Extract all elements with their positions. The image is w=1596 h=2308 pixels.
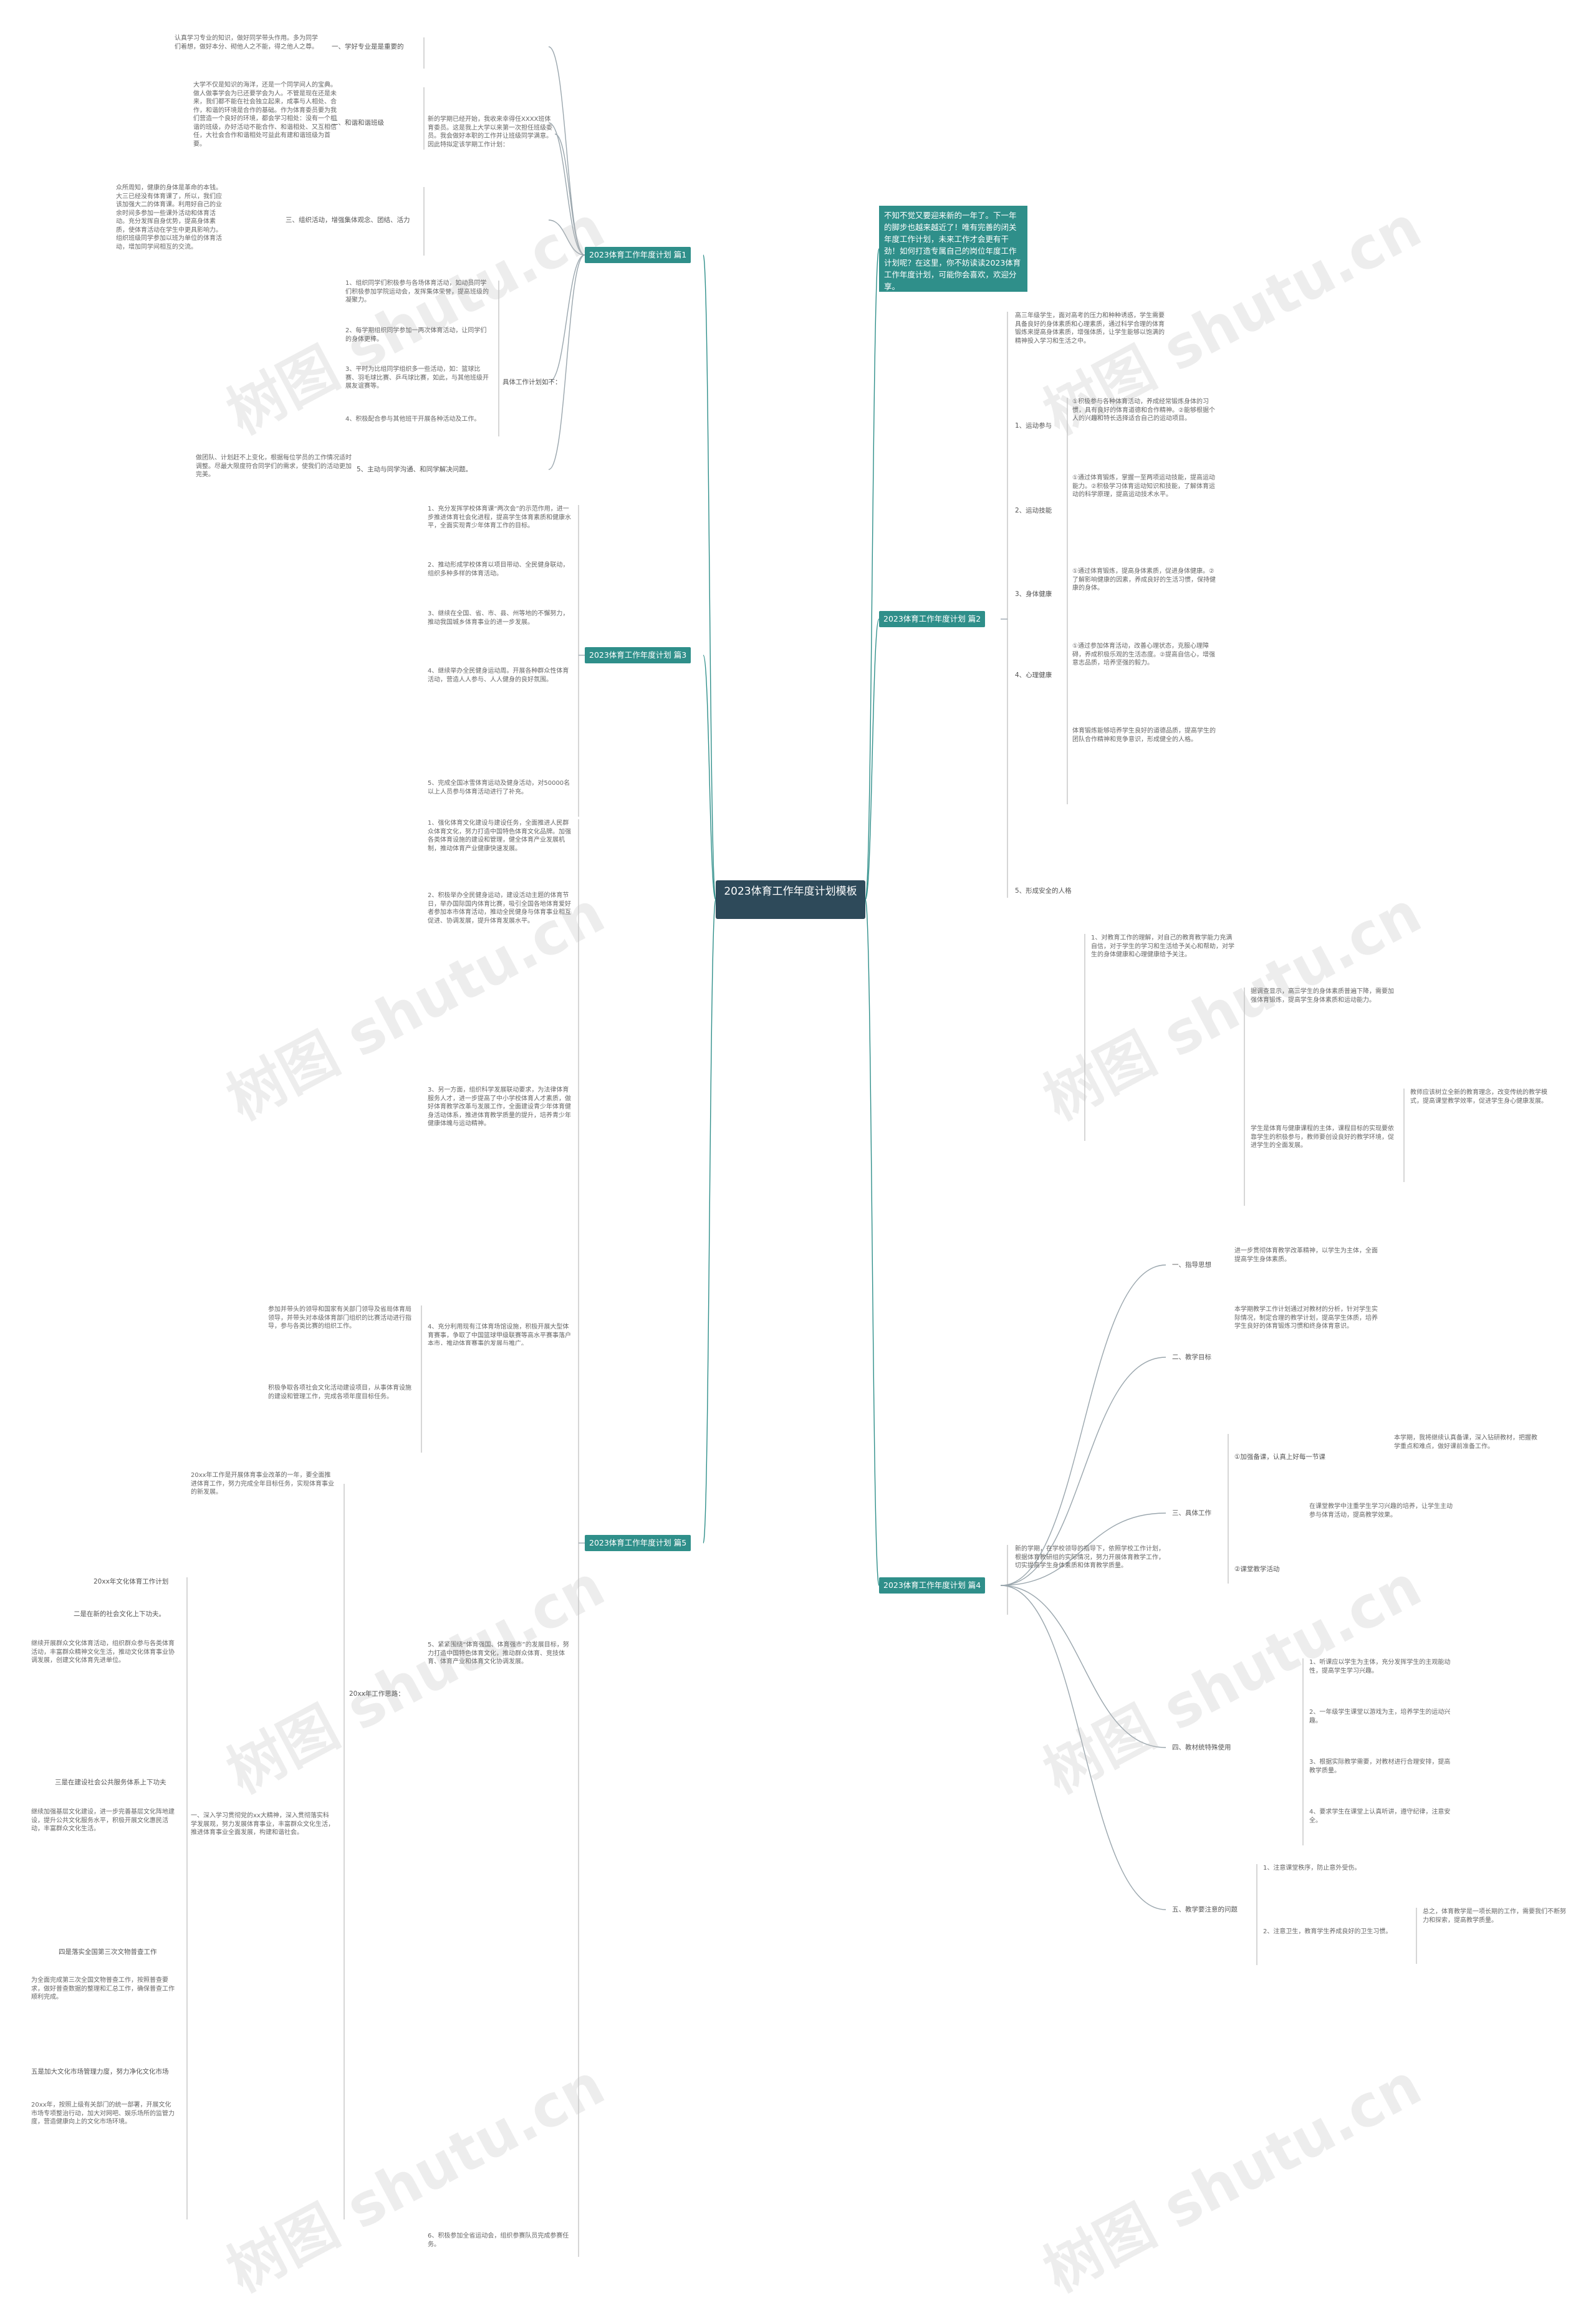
- b2-detail: 学生是体育与健康课程的主体，课程目标的实现要依靠学生的积极参与，教师要创设良好的…: [1251, 1125, 1394, 1149]
- connector-line: [865, 899, 880, 1586]
- b5-program-label: 20xx年工作思路：: [349, 1690, 405, 1698]
- b3-item: 2、推动形成学校体育以项目带动、全民健身联动，组织多种多样的体育活动。: [428, 562, 569, 577]
- b2-item-label: 1、运动参与: [1015, 422, 1052, 430]
- b2-item-label: 2、运动技能: [1015, 507, 1052, 514]
- b2-item-label: 4、心理健康: [1015, 671, 1052, 679]
- b4-work-text: 在课堂教学中注重学生学习兴趣的培养，让学生主动参与体育活动，提高教学效果。: [1309, 1503, 1453, 1519]
- connector-line: [548, 254, 585, 383]
- b4-list-item: 2、一年级学生课堂以游戏为主，培养学生的运动兴趣。: [1309, 1709, 1451, 1724]
- b1-item-label: 三、组织活动，增强集体观念、团结、活力: [286, 216, 410, 224]
- b5-side: 积极争取各项社会文化活动建设项目，从事体育设施的建设和管理工作，完成各项年度目标…: [268, 1385, 411, 1400]
- b3-item: 5、完成全国冰雪体育运动及健身活动，对50000名以上人员参与体育活动进行了补充…: [428, 780, 570, 796]
- branch-4[interactable]: 2023体育工作年度计划 篇4: [879, 1577, 986, 1594]
- b1-plan-item: 4、积极配合参与其他班干开展各种活动及工作。: [345, 416, 481, 423]
- b5-item: 4、充分利用现有江体育场馆设施，积极开展大型体育赛事，争取了中国篮球甲级联赛等高…: [428, 1324, 571, 1345]
- b4-section-label: 三、具体工作: [1172, 1509, 1211, 1517]
- branch-1[interactable]: 2023体育工作年度计划 篇1: [585, 247, 691, 263]
- b4-section-text: 本学期教学工作计划通过对教材的分析，针对学生实际情况，制定合理的教学计划，提高学…: [1234, 1306, 1378, 1330]
- branch-5[interactable]: 2023体育工作年度计划 篇5: [585, 1535, 691, 1551]
- connector-line: [548, 46, 585, 256]
- connector-line: [703, 254, 716, 900]
- connector-line: [1000, 1512, 1166, 1586]
- connector-line: [548, 122, 585, 256]
- b5-program-row-label: 四是落实全国第三次文物普查工作: [59, 1948, 157, 1956]
- b2-detail: 1、对教育工作的理解，对自己的教育教学能力充满自信，对于学生的学习和生活给予关心…: [1091, 935, 1234, 958]
- b1-item-text: 大学不仅是知识的海洋，还是一个同学间人的宝典。做人做事学会为已还要学会为人。不管…: [193, 82, 337, 148]
- connector-line: [548, 254, 585, 470]
- b2-item-label: 5、形成安全的人格: [1015, 887, 1072, 895]
- b1-item-text: 众所周知，健康的身体是革命的本钱。大三已经没有体育课了，所以，我们应该加强大二的…: [116, 185, 222, 251]
- b2-item-text: ①通过参加体育活动，改善心理状态，克服心理障碍，养成积极乐观的生活态度。②提高自…: [1072, 643, 1215, 666]
- b5-program-row-text: 20xx年，按照上级有关部门的统一部署，开展文化市场专项整治行动，加大对网吧、娱…: [31, 2102, 175, 2125]
- b5-program-row-text: 继续加强基层文化建设，进一步完善基层文化阵地建设，提升公共文化服务水平，积极开展…: [31, 1809, 175, 1832]
- branch-3[interactable]: 2023体育工作年度计划 篇3: [585, 647, 691, 663]
- b3-item: 3、继续在全国、省、市、县、州等地的不懈努力，推动我国城乡体育事业的进一步发展。: [428, 610, 569, 626]
- b1-p5-text: 做团队、计划赶不上变化，根据每位学员的工作情况适时调整。尽最大限度符合同学们的需…: [196, 454, 352, 478]
- b2-intro: 高三年级学生，面对高考的压力和种种诱惑，学生需要具备良好的身体素质和心理素质，通…: [1015, 312, 1165, 345]
- b1-p5-label: 5、主动与同学沟通、和同学解决问题。: [357, 466, 473, 473]
- b5-item: 2、积极举办全民健身运动，建设活动主题的体育节日，举办国际国内体育比赛，吸引全国…: [428, 892, 571, 925]
- b4-section-label: 四、教材统特殊使用: [1172, 1744, 1231, 1751]
- b1-plan-item: 2、每学期组织同学参加一两次体育活动，让同学们的身体更棒。: [345, 327, 487, 343]
- connector-line: [703, 655, 716, 900]
- b1-item-label: 一、学好专业是是重要的: [332, 43, 404, 50]
- b2-item-text: ①通过体育锻炼，提高身体素质，促进身体健康。②了解影响健康的因素，养成良好的生活…: [1072, 568, 1216, 592]
- b3-item: 1、充分发挥学校体育课“两次会”的示范作用，进一步推进体育社会化进程，提高学生体…: [428, 506, 571, 529]
- b4-list-item: 1、听课应以学生为主体，充分发挥学生的主观能动性，提高学生学习兴趣。: [1309, 1659, 1451, 1675]
- b4-work-label: ①加强备课，认真上好每一节课: [1234, 1453, 1325, 1461]
- b1-plan-label: 具体工作计划如下：: [502, 378, 562, 386]
- b5-item: 3、另一方面，组织科学发展联动要求，为法律体育服务人才，进一步提高了中小学校体育…: [428, 1087, 571, 1127]
- b5-side: 参加并带头的领导和国家有关部门领导及省局体育局领导，并带头对本级体育部门组织的比…: [268, 1306, 411, 1330]
- b4-note: 2、注意卫生，教育学生养成良好的卫生习惯。: [1263, 1928, 1392, 1935]
- b4-section-label: 五、教学要注意的问题: [1172, 1906, 1238, 1913]
- b1-item-label: 二、和谐和谐班级: [332, 119, 384, 127]
- connector-line: [1000, 1264, 1166, 1586]
- b4-intro: 新的学期，在学校领导的指导下，依照学校工作计划，根据体育教研组的实际情况，努力开…: [1015, 1546, 1165, 1569]
- connector-line: [554, 133, 585, 256]
- b4-note: 1、注意课堂秩序，防止意外受伤。: [1263, 1865, 1361, 1872]
- b2-item-text: ①积极参与各种体育活动，养成经常锻炼身体的习惯，具有良好的体育道德和合作精神。②…: [1072, 398, 1215, 422]
- b1-item-text: 认真学习专业的知识，做好同学带头作用。多为同学们着想，做好本分、砌他人之不能，得…: [175, 35, 318, 50]
- b3-item: 4、继续举办全民健身运动周。开展各种群众性体育活动，营造人人参与、人人健身的良好…: [428, 668, 569, 683]
- b1-plan-item: 1、组织同学们积极参与各场体育活动，如动员同学们积极参加学院运动会，发挥集体荣誉…: [345, 280, 489, 304]
- branch-2[interactable]: 2023体育工作年度计划 篇2: [879, 611, 986, 627]
- b5-program-intro: 20xx年工作是开展体育事业改革的一年，要全面推进体育工作，努力完成全年目标任务…: [191, 1472, 334, 1496]
- b5-program-row-label: 20xx年文化体育工作计划: [94, 1578, 169, 1585]
- b5-item: 6、积极参加全省运动会，组织参赛队员完成参赛任务。: [428, 2233, 569, 2248]
- intro-node[interactable]: 不知不觉又要迎来新的一年了。下一年的脚步也越来越近了！唯有完善的闭关年度工作计划…: [879, 206, 1027, 292]
- b5-item: 5、紧紧围绕“体育强国、体育强市”的发展目标，努力打造中国特色体育文化，推动群众…: [428, 1642, 569, 1665]
- b2-item-text: ①通过体育锻炼，掌握一至两项运动技能，提高运动能力。②积极学习体育运动知识和技能…: [1072, 474, 1215, 498]
- b1-intro: 新的学期已经开始，我收来幸得任XXXX班体育委员。这是我上大学以来第一次担任班级…: [428, 116, 552, 148]
- connector-line: [1000, 1357, 1166, 1586]
- b2-item-text: 体育锻炼能够培养学生良好的道德品质，提高学生的团队合作精神和竞争意识，形成健全的…: [1072, 728, 1216, 743]
- b5-program-row-label: 二是在新的社会文化上下功夫。: [74, 1610, 165, 1618]
- b5-program-row-text: 为全面完成第三次全国文物普查工作，按照普查要求，做好普查数据的整理和汇总工作，确…: [31, 1977, 175, 2001]
- b4-section-label: 一、指导思想: [1172, 1261, 1211, 1269]
- b2-item-label: 3、身体健康: [1015, 590, 1052, 598]
- b4-section-label: 二、教学目标: [1172, 1354, 1211, 1361]
- b2-side: 教师应该树立全新的教育理念，改变传统的教学模式，提高课堂教学效率，促进学生身心健…: [1410, 1089, 1547, 1105]
- connector-line: [1000, 1585, 1166, 1910]
- b5-program-row-label: 五是加大文化市场管理力度，努力净化文化市场: [31, 2068, 169, 2075]
- connector-line: [548, 219, 585, 256]
- connector-line: [865, 618, 880, 900]
- b4-list-item: 3、根据实际教学需要，对教材进行合理安排，提高教学质量。: [1309, 1759, 1451, 1774]
- root-node[interactable]: 2023体育工作年度计划模板: [716, 880, 865, 919]
- b5-item: 1、强化体育文化建设与建设任务，全面推进人民群众体育文化，努力打造中国特色体育文…: [428, 820, 571, 852]
- b2-detail: 据调查显示，高三学生的身体素质普遍下降，需要加强体育锻炼，提高学生身体素质和运动…: [1251, 988, 1394, 1004]
- b4-work-text: 本学期，我将继续认真备课，深入钻研教材，把握教学重点和难点，做好课前准备工作。: [1394, 1435, 1537, 1450]
- b5-program-row-label: 三是在建设社会公共服务体系上下功夫: [55, 1779, 166, 1786]
- b4-list-item: 4、要求学生在课堂上认真听讲，遵守纪律，注意安全。: [1309, 1809, 1451, 1824]
- b5-program-row-text: 继续开展群众文化体育活动，组织群众参与各类体育活动，丰富群众精神文化生活，推动文…: [31, 1640, 175, 1664]
- b4-work-label: ②课堂教学活动: [1234, 1565, 1280, 1573]
- connector-line: [865, 248, 880, 900]
- connector-line: [703, 899, 716, 1544]
- b5-program-side: 一、深入学习贯彻党的xx大精神，深入贯彻落实科学发展观，努力发展体育事业，丰富群…: [191, 1812, 334, 1836]
- b1-plan-item: 3、平时为比组同学组织多一些活动，如：篮球比赛、羽毛球比赛、乒乓球比赛，如此，与…: [345, 366, 489, 390]
- connector-line: [1000, 1585, 1166, 1748]
- b4-summary: 总之，体育教学是一项长期的工作，需要我们不断努力和探索，提高教学质量。: [1423, 1908, 1566, 1924]
- b4-section-text: 进一步贯彻体育教学改革精神，以学生为主体，全面提高学生身体素质。: [1234, 1248, 1378, 1263]
